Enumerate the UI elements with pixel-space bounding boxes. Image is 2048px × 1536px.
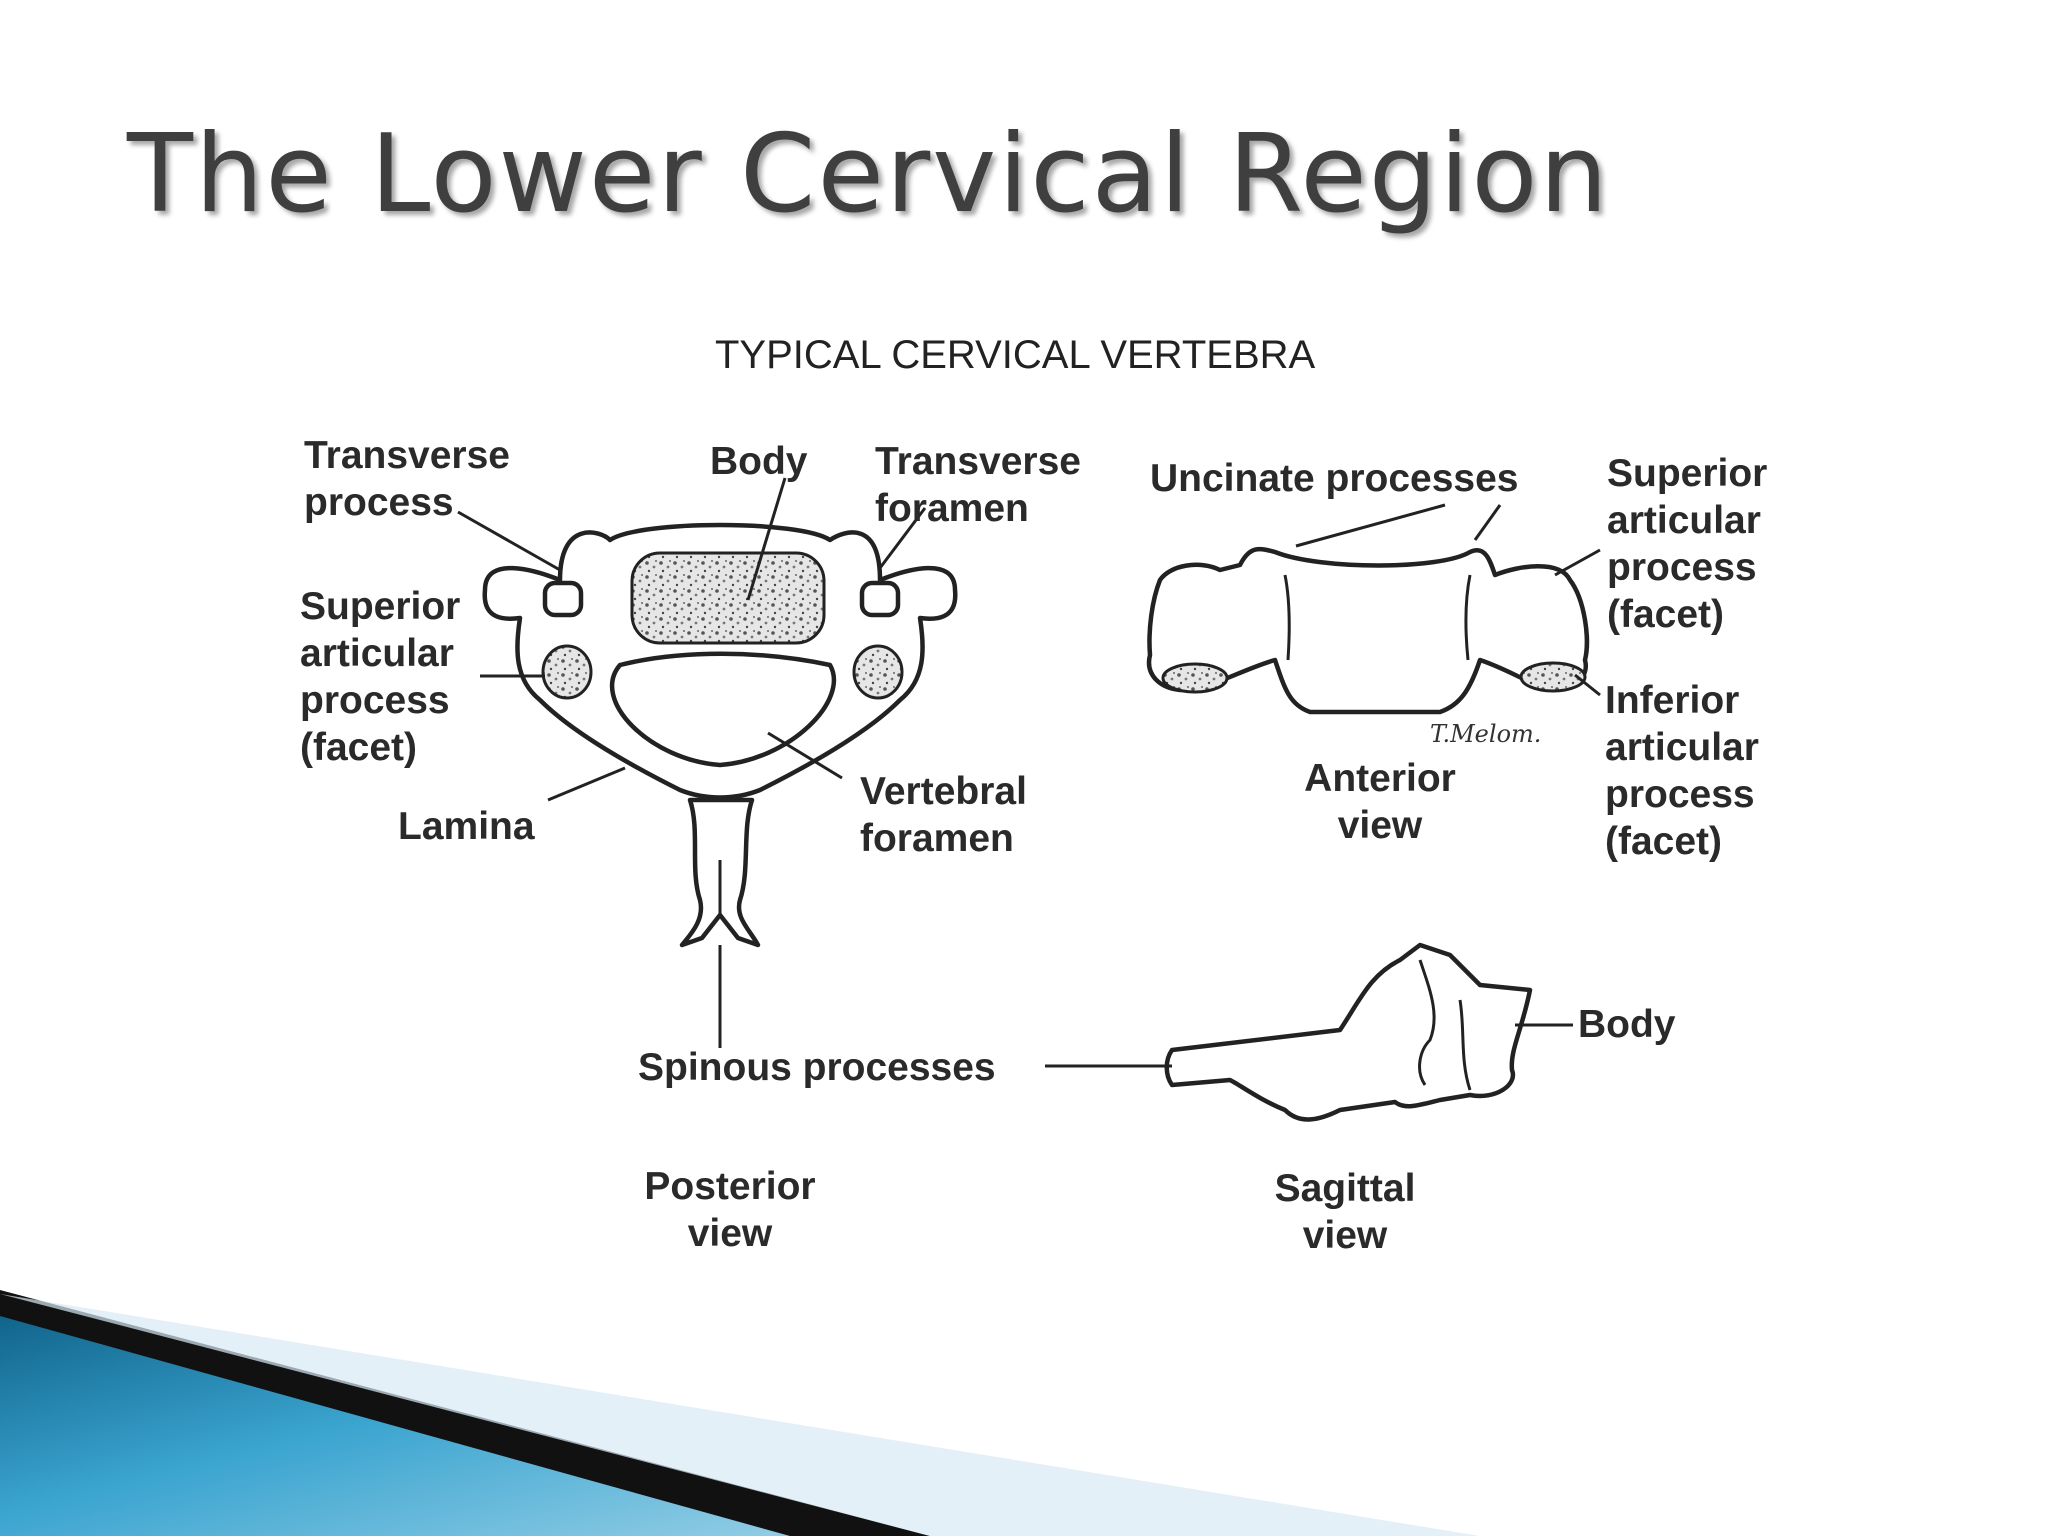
vertebral-body (630, 551, 826, 645)
label-lamina: Lamina (398, 805, 535, 848)
label-sagittal-view: Sagittal view (1274, 1167, 1416, 1257)
label-superior-articular-posterior: Superior articular process (facet) (300, 585, 461, 769)
label-transverse-process: Transverse process (304, 434, 510, 524)
label-anterior-view: Anterior view (1304, 757, 1456, 847)
anterior-view-vertebra (1146, 546, 1590, 715)
label-body-sagittal: Body (1578, 1003, 1676, 1046)
label-spinous-processes: Spinous processes (638, 1046, 996, 1089)
sagittal-view-vertebra (1164, 942, 1533, 1122)
label-body-posterior: Body (710, 440, 808, 483)
label-inferior-articular: Inferior articular process (facet) (1605, 679, 1759, 863)
label-uncinate-processes: Uncinate processes (1150, 457, 1519, 500)
slide-title: The Lower Cervical Region (127, 112, 1610, 237)
label-superior-articular-anterior: Superior articular process (facet) (1607, 452, 1768, 636)
label-vertebral-foramen: Vertebral foramen (860, 770, 1027, 860)
decorative-wedge (0, 1290, 1480, 1536)
leader-lines (457, 477, 1601, 1068)
artist-signature: T.Melom. (1430, 720, 1541, 748)
label-transverse-foramen: Transverse foramen (875, 440, 1081, 530)
posterior-view-vertebra (482, 522, 958, 948)
figure-title: TYPICAL CERVICAL VERTEBRA (715, 333, 1316, 377)
label-posterior-view: Posterior view (644, 1165, 816, 1255)
